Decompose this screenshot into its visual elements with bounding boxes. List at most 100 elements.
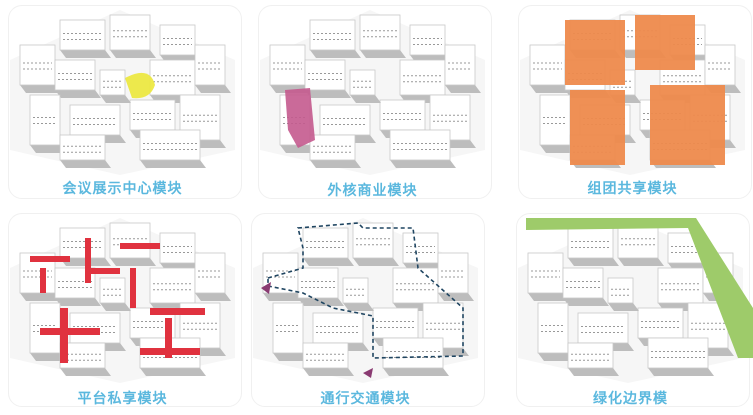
building-shadow: [648, 368, 714, 376]
building-massing: [10, 218, 235, 383]
building-shadow: [298, 298, 344, 306]
building-block: [149, 59, 196, 96]
building-shadow: [528, 293, 569, 301]
platform-highlight: [90, 268, 120, 274]
panel-card: [251, 213, 485, 407]
panel-commercial-module: 外核商业模块: [250, 0, 495, 200]
building-block: [262, 252, 299, 294]
panel-card: [258, 5, 492, 199]
building-block: [19, 44, 56, 86]
building-shadow: [390, 160, 456, 168]
building-block: [159, 24, 196, 56]
building-block: [392, 267, 439, 304]
building-block: [704, 44, 736, 86]
building-block: [309, 19, 356, 51]
building-block: [109, 222, 151, 259]
building-block: [577, 312, 629, 344]
building-block: [567, 342, 614, 369]
platform-highlight: [165, 318, 172, 358]
building-block: [109, 14, 151, 51]
commercial-highlight: [285, 88, 315, 148]
building-block: [194, 44, 226, 86]
platform-highlight: [40, 328, 100, 335]
building-massing: [518, 218, 753, 383]
building-shadow: [618, 258, 664, 266]
building-shadow: [140, 368, 206, 376]
building-block: [349, 69, 376, 96]
building-shadow: [568, 258, 619, 266]
building-block: [59, 227, 106, 259]
building-shadow: [60, 160, 111, 168]
platform-highlight: [30, 256, 70, 262]
building-block: [129, 99, 176, 131]
cluster-highlight: [635, 15, 695, 70]
building-block: [309, 134, 356, 161]
building-block: [59, 19, 106, 51]
panel-label: 外核商业模块: [327, 183, 418, 199]
building-block: [567, 227, 614, 259]
panel-label: 绿化边界模: [593, 391, 668, 407]
building-block: [657, 267, 704, 304]
building-block: [29, 94, 61, 146]
panel-circulation-module: 通行交通模块: [243, 208, 488, 408]
building-shadow: [445, 85, 481, 93]
building-block: [647, 337, 709, 369]
entry-marker: [363, 368, 373, 378]
panel-conference-module: 会议展示中心模块: [0, 0, 245, 200]
building-shadow: [608, 303, 639, 311]
building-shadow: [360, 50, 406, 58]
building-block: [312, 312, 364, 344]
building-block: [304, 59, 346, 91]
building-block: [159, 232, 196, 264]
building-shadow: [563, 298, 609, 306]
building-block: [437, 252, 469, 294]
cluster-highlight: [565, 20, 625, 85]
building-shadow: [55, 298, 101, 306]
building-block: [527, 252, 564, 294]
building-block: [529, 44, 566, 86]
building-shadow: [540, 145, 576, 153]
building-block: [139, 129, 201, 161]
building-massing: [520, 10, 745, 175]
panel-card: [8, 5, 242, 199]
platform-highlight: [130, 268, 136, 308]
building-shadow: [280, 145, 316, 153]
panel-platform-module: 平台私享模块: [0, 208, 245, 408]
panel-label: 通行交通模块: [320, 391, 411, 407]
building-block: [539, 94, 571, 146]
building-shadow: [273, 353, 309, 361]
platform-highlight: [60, 308, 68, 363]
building-shadow: [55, 90, 101, 98]
building-block: [194, 252, 226, 294]
building-shadow: [568, 368, 619, 376]
circulation-path: [267, 222, 464, 359]
building-shadow: [60, 50, 111, 58]
building-shadow: [343, 303, 374, 311]
panel-label: 会议展示中心模块: [62, 181, 183, 197]
building-shadow: [303, 258, 354, 266]
building-shadow: [20, 293, 61, 301]
building-shadow: [140, 160, 206, 168]
building-block: [399, 59, 446, 96]
building-block: [99, 277, 126, 304]
building-shadow: [20, 85, 61, 93]
building-shadow: [310, 50, 361, 58]
building-shadow: [60, 368, 111, 376]
building-shadow: [100, 303, 131, 311]
building-massing: [10, 10, 235, 175]
building-block: [149, 267, 196, 304]
building-block: [319, 104, 371, 136]
building-shadow: [310, 160, 361, 168]
building-shadow: [110, 258, 156, 266]
building-shadow: [303, 368, 354, 376]
building-shadow: [195, 85, 231, 93]
building-block: [382, 337, 444, 369]
building-block: [637, 307, 684, 339]
building-block: [302, 342, 349, 369]
platform-highlight: [120, 243, 160, 249]
cluster-highlight: [570, 90, 625, 165]
building-block: [444, 44, 476, 86]
building-block: [409, 24, 446, 56]
building-shadow: [538, 353, 574, 361]
building-shadow: [30, 353, 66, 361]
